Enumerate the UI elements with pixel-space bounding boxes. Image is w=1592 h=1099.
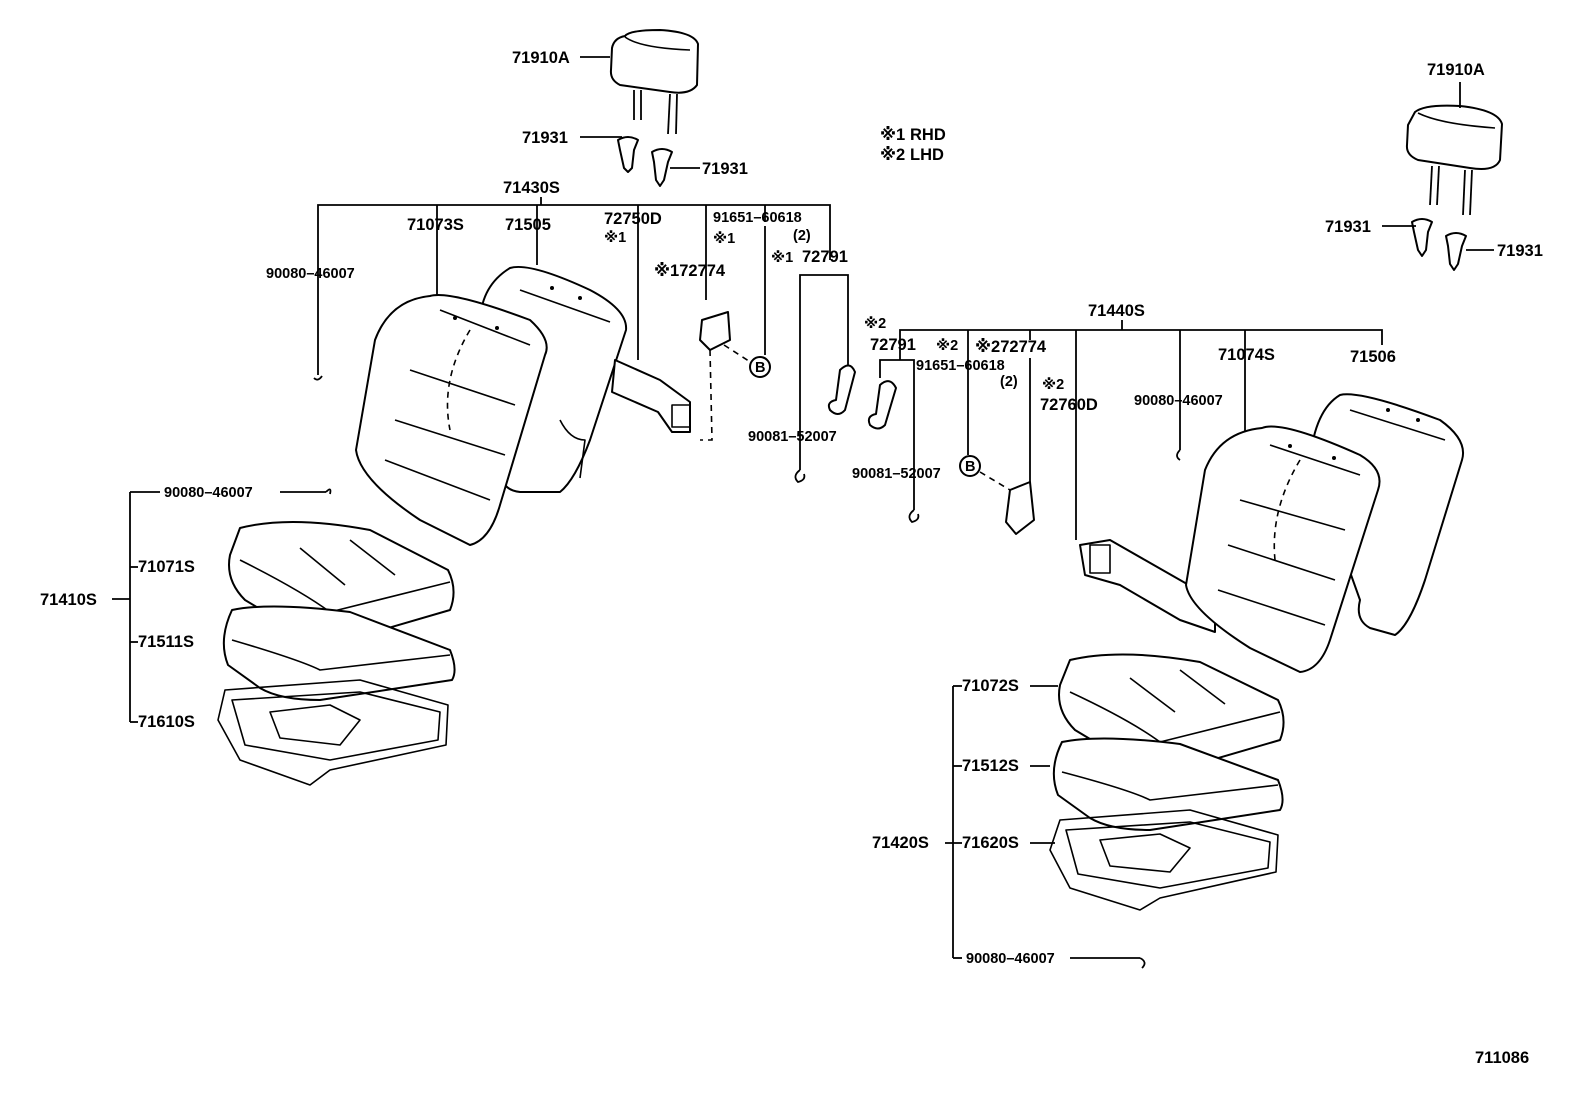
- right-cushion-frame-drawing: [1049, 809, 1279, 911]
- right-cushion-pad-drawing: [1052, 737, 1284, 831]
- right-back-assy-label: 71440S: [1088, 302, 1145, 320]
- right-recliner-drawing: [1079, 539, 1216, 633]
- legend-text-lhd: LHD: [910, 146, 944, 164]
- left-seat-group: 71910A 71931 71931 71430S 90080–46007 71…: [40, 29, 856, 786]
- left-circle-b-icon: [749, 356, 771, 378]
- right-clip-90081-label: 90081–52007: [852, 466, 941, 482]
- right-guide-b-label: 71931: [1497, 242, 1543, 260]
- left-knob-label: 72791: [802, 248, 848, 266]
- left-clip-90080-label: 90080–46007: [266, 266, 355, 282]
- right-knob-label: 72791: [870, 336, 916, 354]
- left-seatback-cover-drawing: [355, 294, 548, 546]
- right-cover-drawing: [1005, 481, 1035, 535]
- right-screw-qty: (2): [1000, 374, 1018, 390]
- right-cushion-clip-label: 90080–46007: [966, 951, 1055, 967]
- left-back-pad-label: 71505: [505, 216, 551, 234]
- right-headrest-label: 71910A: [1427, 61, 1485, 79]
- left-cover-72774-label: ※172774: [654, 262, 726, 280]
- right-cushion-cover-label: 71072S: [962, 677, 1019, 695]
- right-seat-group: 71910A 71931 71931 71440S ※2 72791 ※2 91…: [852, 61, 1543, 969]
- right-back-pad-label: 71506: [1350, 348, 1396, 366]
- right-recliner-label: 72760D: [1040, 396, 1098, 414]
- left-cushion-clip-label: 90080–46007: [164, 485, 253, 501]
- left-headrest-label: 71910A: [512, 49, 570, 67]
- right-knob-drawing: [867, 380, 897, 430]
- left-recliner-label: 72750D: [604, 210, 662, 228]
- left-guide-drawings: [617, 136, 673, 187]
- left-knob-drawing: [827, 364, 856, 415]
- right-circle-b-letter: B: [965, 459, 975, 475]
- legend-mark-2: ※2: [880, 146, 905, 164]
- left-cushion-pad-label: 71511S: [138, 633, 194, 651]
- left-cushion-cover-label: 71071S: [138, 558, 195, 576]
- left-back-cover-label: 71073S: [407, 216, 464, 234]
- right-knob-mark: ※2: [864, 316, 886, 332]
- legend: ※1 RHD ※2 LHD: [880, 126, 946, 164]
- right-frame-label: 71620S: [962, 834, 1019, 852]
- legend-text-rhd: RHD: [910, 126, 946, 144]
- left-circle-b-letter: B: [755, 360, 765, 376]
- left-cover-drawing: [699, 311, 756, 441]
- left-screw-label: 91651–60618: [713, 210, 802, 226]
- right-cushion-assy-label: 71420S: [872, 834, 929, 852]
- left-back-assy-label: 71430S: [503, 179, 560, 197]
- right-headrest-drawing: [1405, 104, 1503, 216]
- left-cushion-frame-drawing: [217, 679, 449, 786]
- right-guide-a-label: 71931: [1325, 218, 1371, 236]
- left-screw-mark: ※1: [713, 231, 735, 247]
- right-screw-mark: ※2: [936, 338, 958, 354]
- diagram-id: 711086: [1475, 1049, 1529, 1067]
- left-knob-mark: ※1: [771, 250, 793, 266]
- left-cushion-pad-drawing: [222, 605, 456, 701]
- right-seatback-cover-drawing: [1185, 425, 1381, 673]
- right-recliner-mark: ※2: [1042, 377, 1064, 393]
- right-cushion-pad-label: 71512S: [962, 757, 1019, 775]
- right-back-cover-label: 71074S: [1218, 346, 1275, 364]
- left-recliner-mark: ※1: [604, 230, 626, 246]
- left-guide-a-label: 71931: [522, 129, 568, 147]
- right-clip-90080-label: 90080–46007: [1134, 393, 1223, 409]
- left-cushion-assy-label: 71410S: [40, 591, 97, 609]
- right-guide-drawings: [1411, 218, 1467, 271]
- left-screw-qty: (2): [793, 228, 811, 244]
- right-cover-72774-label: ※272774: [975, 338, 1047, 356]
- legend-mark-1: ※1: [880, 126, 905, 144]
- left-recliner-drawing: [611, 359, 691, 433]
- right-circle-b-icon: [959, 455, 981, 477]
- left-guide-b-label: 71931: [702, 160, 748, 178]
- left-clip-90081-label: 90081–52007: [748, 429, 837, 445]
- right-screw-label: 91651–60618: [916, 358, 1005, 374]
- left-frame-label: 71610S: [138, 713, 195, 731]
- left-headrest-drawing: [609, 29, 699, 135]
